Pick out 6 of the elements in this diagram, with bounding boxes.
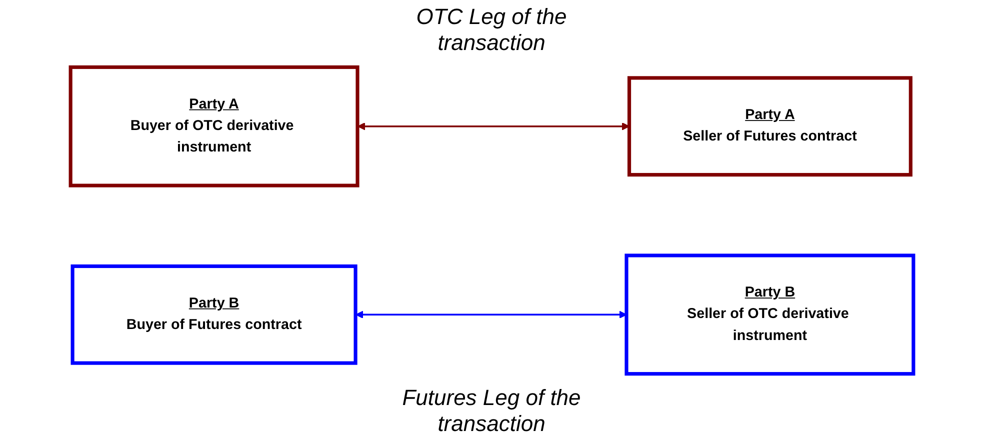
leg-label: Futures Leg of the transaction <box>401 385 582 437</box>
node-box: Party A Buyer of OTC derivative instrument <box>68 65 359 188</box>
node-box: Party A Seller of Futures contract <box>626 76 912 177</box>
node-box: Party B Seller of OTC derivative instrument <box>624 254 915 376</box>
leg-label: OTC Leg of the transaction <box>415 4 568 56</box>
node-box: Party B Buyer of Futures contract <box>70 264 357 365</box>
